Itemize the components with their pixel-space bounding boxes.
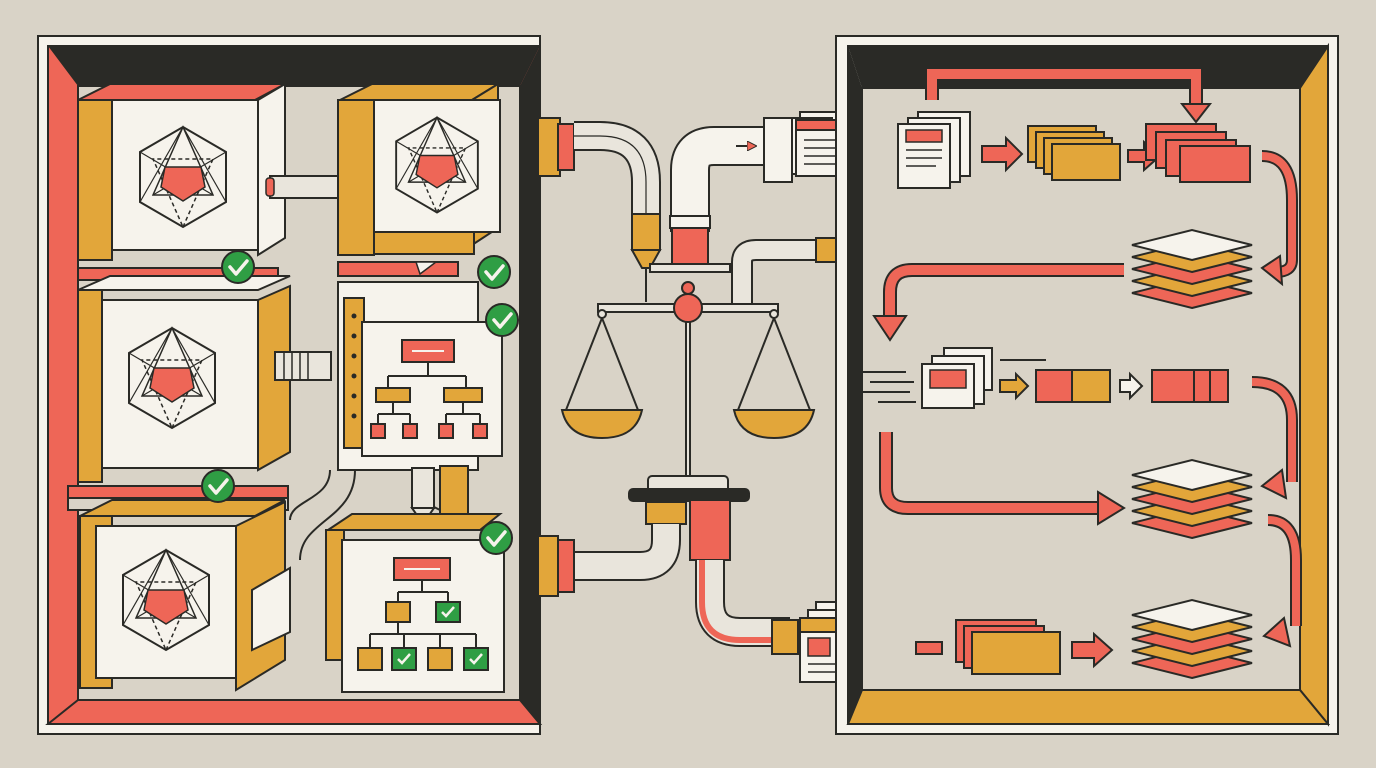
layer-stack-icon [1131,599,1253,679]
hierarchy-card-1 [337,261,503,471]
org-chart-icon [370,339,488,439]
document-stack-icon [897,111,971,189]
left-panel [37,35,543,735]
verified-module-4 [79,499,291,692]
layer-stack-icon [1131,229,1253,309]
org-chart-checked-icon [357,557,489,671]
check-badge-icon [476,254,512,290]
verified-module-2 [337,82,502,256]
check-badge-icon [220,249,256,285]
check-badge-icon [478,520,514,556]
right-panel [835,35,1339,735]
layer-stack-icon [1131,459,1253,539]
data-batch-icon [955,619,1061,675]
balance-scale-icon [560,281,816,502]
check-badge-icon [484,302,520,338]
document-stack-icon [921,347,993,409]
check-badge-icon [200,468,236,504]
data-batch-icon [1027,125,1121,181]
hierarchy-card-2 [324,513,505,693]
verified-module-1 [77,82,286,281]
